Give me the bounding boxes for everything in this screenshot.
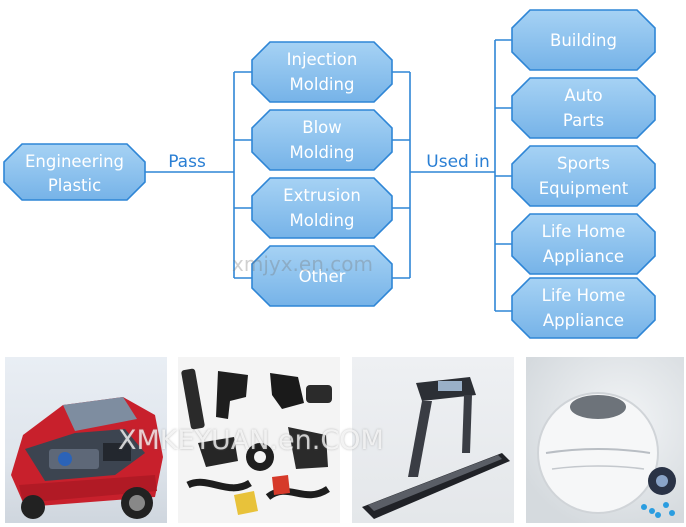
application-label-line1: Auto bbox=[564, 86, 602, 105]
flow-diagram: Engineering Plastic Pass Used in Injecti… bbox=[3, 9, 656, 339]
process-label-line1: Injection bbox=[287, 50, 358, 69]
car-engine-icon bbox=[11, 397, 163, 519]
appliance-icon bbox=[537, 392, 676, 518]
plastic-parts-photo bbox=[178, 357, 340, 523]
application-label-line1: Building bbox=[550, 31, 617, 50]
application-label-line2: Equipment bbox=[539, 179, 629, 198]
plastic-parts-icon bbox=[181, 368, 332, 515]
application-label-line1: Life Home bbox=[542, 286, 626, 305]
process-label-line2: Molding bbox=[290, 143, 355, 162]
pass-label: Pass bbox=[168, 152, 206, 172]
application-node-life-home-appliance-1: Life Home Appliance bbox=[511, 213, 656, 275]
application-node-building: Building bbox=[511, 9, 656, 71]
process-node-extrusion: Extrusion Molding bbox=[251, 177, 393, 239]
process-label-line1: Extrusion bbox=[283, 186, 361, 205]
application-node-auto-parts: Auto Parts bbox=[511, 77, 656, 139]
process-node-blow: Blow Molding bbox=[251, 109, 393, 171]
process-label-line2: Molding bbox=[290, 75, 355, 94]
application-node-life-home-appliance-2: Life Home Appliance bbox=[511, 277, 656, 339]
application-label-line2: Appliance bbox=[543, 311, 624, 330]
process-node-injection: Injection Molding bbox=[251, 41, 393, 103]
application-label-line2: Parts bbox=[563, 111, 604, 130]
source-node: Engineering Plastic bbox=[3, 143, 146, 201]
application-label-line2: Appliance bbox=[543, 247, 624, 266]
source-node-label-line1: Engineering bbox=[25, 152, 124, 171]
application-label-line1: Sports bbox=[557, 154, 610, 173]
treadmill-photo bbox=[352, 357, 514, 523]
process-label-line2: Molding bbox=[290, 211, 355, 230]
car-engine-photo bbox=[5, 357, 167, 523]
used-in-label: Used in bbox=[426, 152, 489, 172]
process-node-other: Other bbox=[251, 245, 393, 307]
appliance-photo bbox=[526, 357, 684, 523]
application-node-sports-equipment: Sports Equipment bbox=[511, 145, 656, 207]
application-label-line1: Life Home bbox=[542, 222, 626, 241]
connectors bbox=[145, 39, 512, 312]
process-label-line1: Blow bbox=[302, 118, 342, 137]
treadmill-icon bbox=[362, 377, 510, 519]
process-label-line1: Other bbox=[299, 267, 346, 286]
source-node-label-line2: Plastic bbox=[48, 176, 101, 195]
